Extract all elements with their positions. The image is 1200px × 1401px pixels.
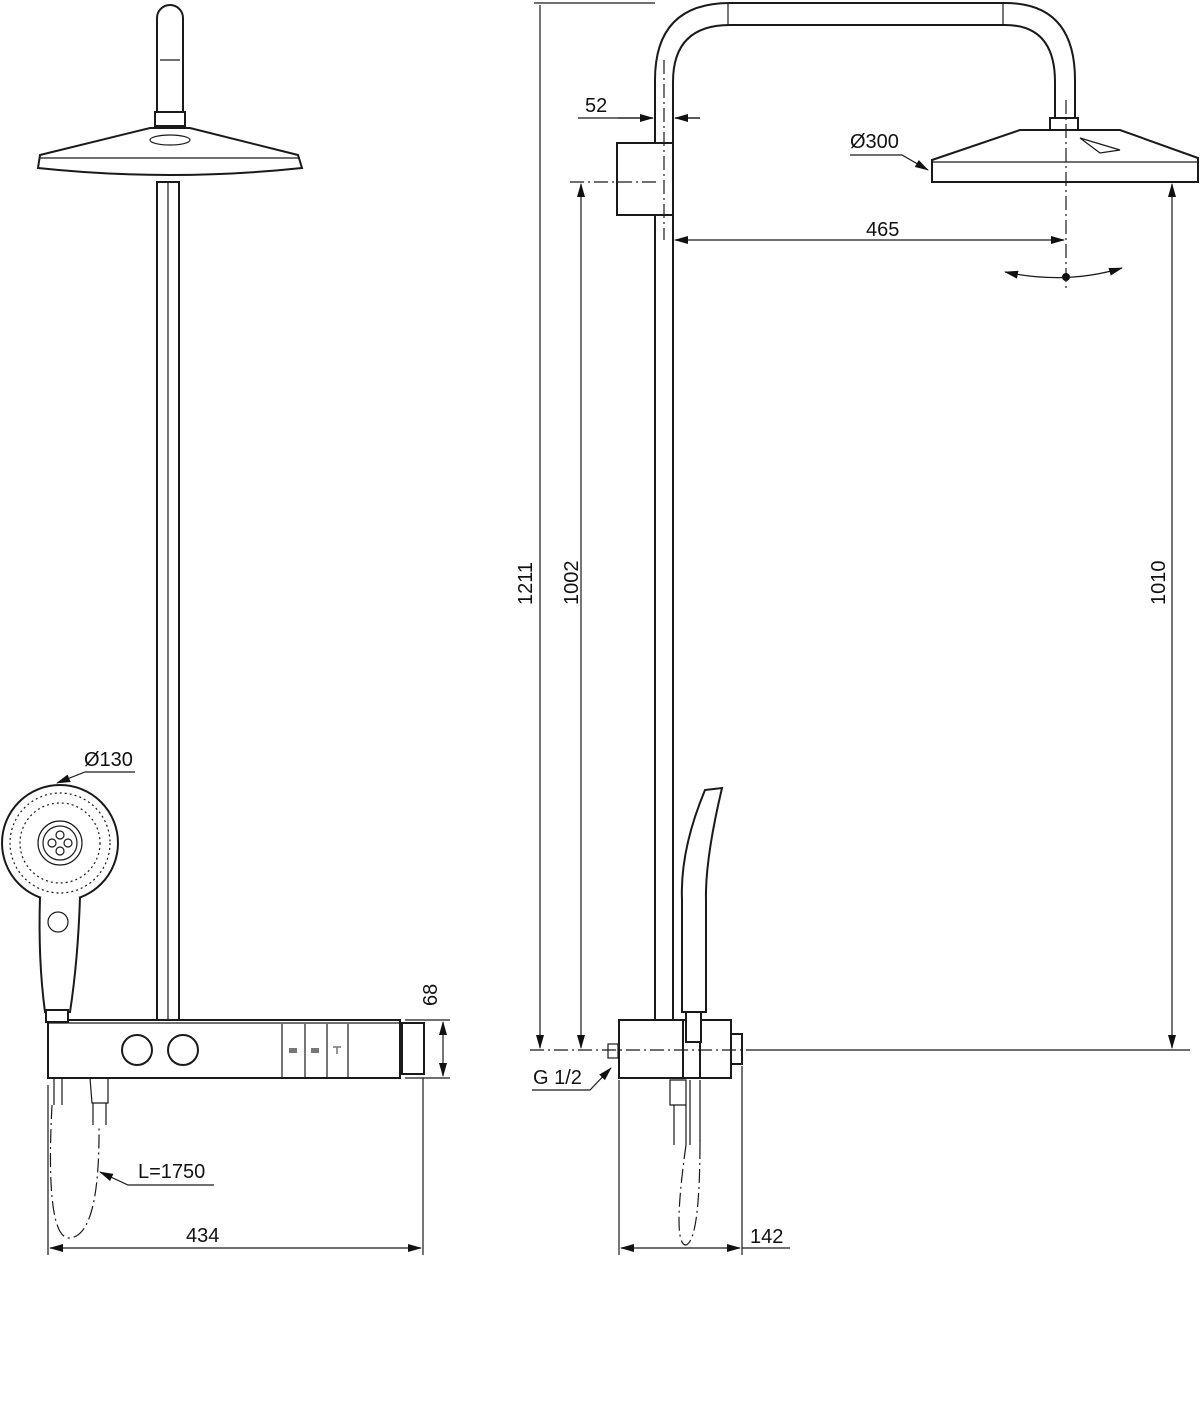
dim-hose-length: L=1750 [138, 1161, 205, 1183]
dim-434: 434 [186, 1225, 219, 1247]
dim-52: 52 [585, 95, 607, 117]
hand-shower-handle [38, 896, 81, 1013]
control-knob-2 [167, 1034, 199, 1066]
overhead-shower-front [36, 127, 304, 176]
dim-connection: G 1/2 [533, 1067, 582, 1089]
hand-shower-side [680, 786, 724, 1013]
handshower-button-icon [289, 1048, 297, 1053]
head-arm-front [156, 4, 184, 120]
end-cap [401, 1022, 425, 1075]
g12-connection [607, 1043, 619, 1059]
control-knob-1 [121, 1034, 153, 1066]
overhead-shower-side [931, 129, 1199, 183]
control-buttons [281, 1024, 349, 1078]
thermostatic-bar-side [618, 1019, 732, 1079]
dim-hand-shower-diameter: Ø130 [84, 749, 133, 771]
spout-button-icon [333, 1046, 341, 1054]
dim-68: 68 [420, 984, 442, 1006]
dim-142: 142 [750, 1226, 783, 1248]
riser-pipe-inner [672, 24, 1056, 1020]
dim-465: 465 [866, 219, 899, 241]
hose-path [49, 1104, 100, 1239]
side-view: 1211 1002 1010 465 52 Ø300 G 1/2 142 [515, 1, 1199, 1255]
overhead-button-icon [311, 1048, 319, 1053]
dim-head-diameter: Ø300 [850, 131, 899, 153]
dim-1211: 1211 [515, 562, 537, 605]
hose-path-side [678, 1139, 701, 1246]
front-view: 434 68 L=1750 Ø130 [1, 4, 450, 1255]
thermostatic-bar-front [47, 1019, 401, 1079]
dim-1002: 1002 [561, 561, 583, 606]
wall-bracket [616, 142, 674, 216]
riser-pipe-outer [654, 1, 1076, 1020]
dim-1010: 1010 [1148, 561, 1170, 606]
